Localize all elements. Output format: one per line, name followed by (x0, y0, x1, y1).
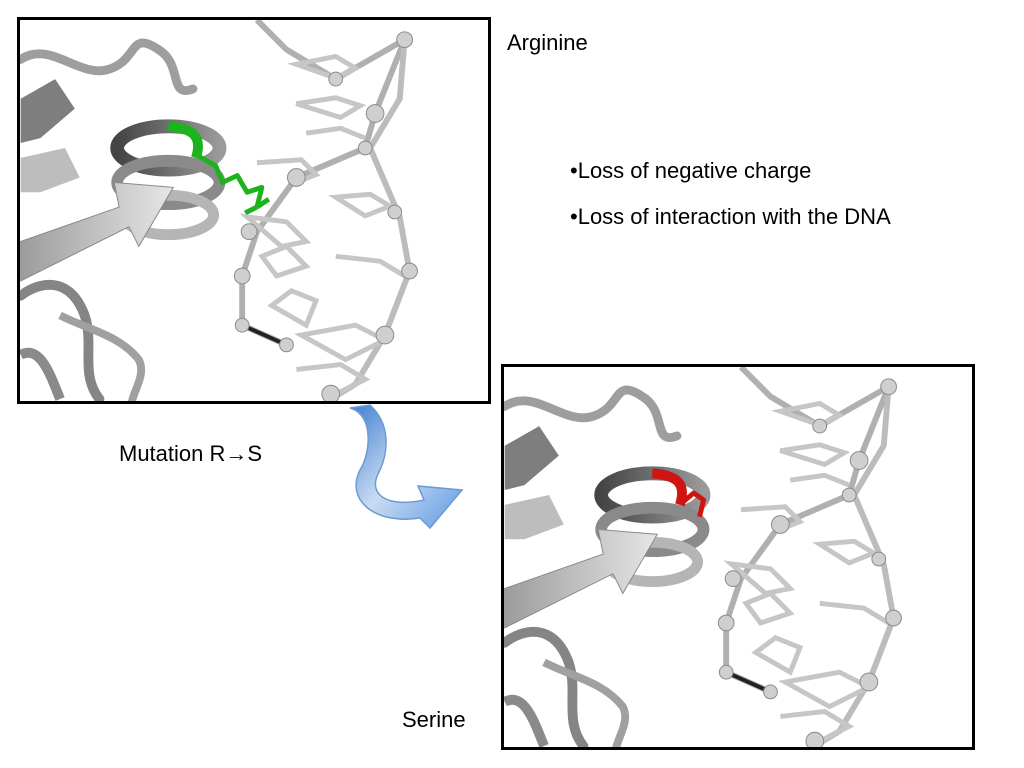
bullet-item: •Loss of negative charge (570, 158, 812, 183)
bullet-item: •Loss of interaction with the DNA (570, 204, 891, 229)
arginine-structure-image (17, 17, 491, 404)
protein-dna-render-serine (504, 367, 902, 747)
serine-label: Serine (402, 707, 466, 732)
curved-arrow-icon (349, 404, 464, 530)
serine-structure-image (501, 364, 975, 750)
protein-dna-render-arginine (20, 20, 418, 401)
effects-bullet-list: •Loss of negative charge •Loss of intera… (570, 160, 891, 252)
arginine-label: Arginine (507, 30, 588, 55)
mutation-label: Mutation R→S (119, 441, 263, 466)
